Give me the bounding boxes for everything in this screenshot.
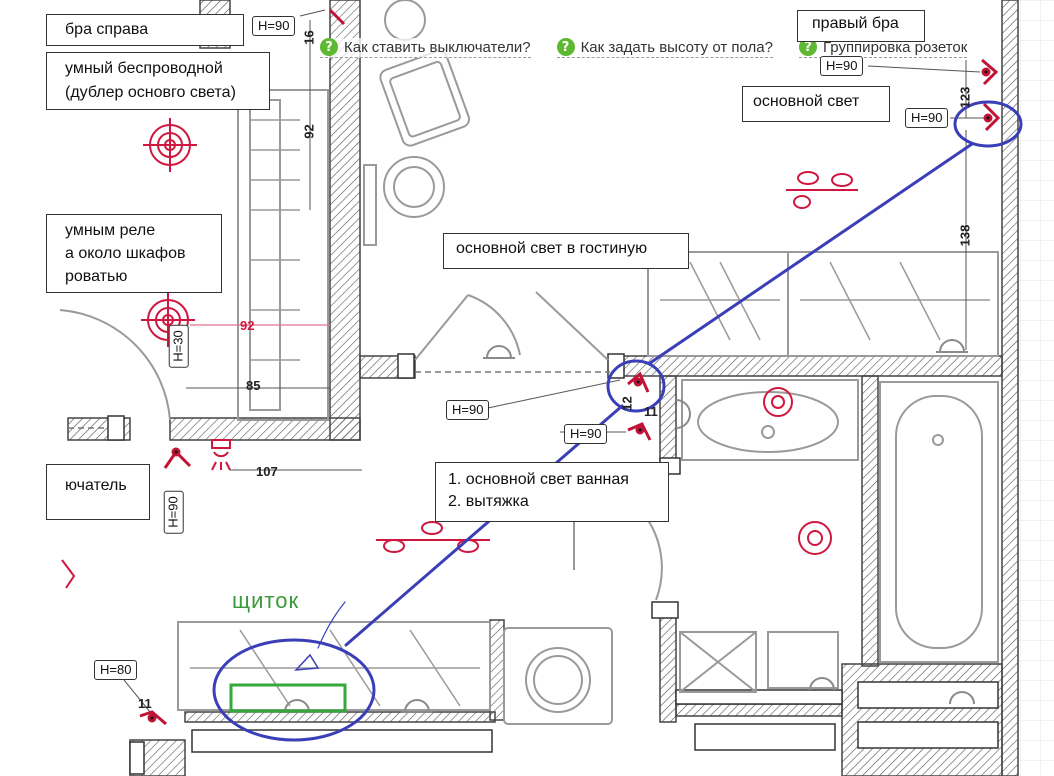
help-link-label: Как задать высоту от пола?	[580, 38, 773, 56]
callout-text: ючатель	[65, 477, 127, 494]
dimension-label: 92	[301, 124, 317, 139]
callout-text: бра справа	[65, 21, 149, 38]
dimension-label: 11	[644, 404, 658, 419]
question-icon: ?	[798, 38, 817, 56]
question-icon: ?	[556, 38, 575, 56]
callout-text: 1. основной свет ванная	[448, 471, 629, 488]
dimension-label: 92	[240, 318, 255, 333]
height-badge[interactable]: H=90	[820, 56, 864, 76]
height-badge[interactable]: H=90	[564, 424, 608, 444]
height-badge[interactable]: H=90	[446, 400, 490, 420]
callout-text: умный беспроводной	[65, 60, 223, 77]
blue-annotation-marks	[212, 100, 1023, 742]
callout-text: роватью	[65, 268, 128, 285]
height-badge[interactable]: H=90	[905, 108, 949, 128]
callout-main-light[interactable]: основной свет	[742, 86, 890, 122]
height-badge[interactable]: H=80	[94, 660, 138, 680]
callout-bra-right[interactable]: бра справа	[46, 14, 244, 46]
dimension-label: 123	[957, 86, 973, 109]
help-link-socket-grouping[interactable]: ? Группировка розеток	[798, 38, 968, 58]
furniture	[59, 0, 999, 725]
height-badge[interactable]: H=90	[252, 16, 296, 36]
panel-marker	[229, 683, 347, 713]
ceiling-lights	[141, 118, 832, 555]
help-link-switches[interactable]: ? Как ставить выключатели?	[320, 38, 531, 58]
dimension-label: 12	[619, 396, 635, 411]
callout-text: основной свет в гостиную	[456, 240, 648, 257]
callout-text: (дублер основго света)	[65, 84, 236, 101]
dimension-label: 107	[256, 464, 278, 479]
callout-bathroom-light[interactable]: 1. основной свет ванная 2. вытяжка	[435, 462, 669, 522]
callout-text: а около шкафов	[65, 245, 186, 262]
callout-wireless-switch[interactable]: умный беспроводной (дублер основго света…	[46, 52, 270, 110]
callout-smart-relay[interactable]: умным реле а около шкафов роватью	[46, 214, 222, 293]
height-badge[interactable]: H=30	[168, 324, 189, 368]
callout-text: умным реле	[65, 222, 156, 239]
dimension-label: 138	[957, 224, 973, 247]
help-link-label: Как ставить выключатели?	[344, 38, 531, 56]
help-link-floor-height[interactable]: ? Как задать высоту от пола?	[556, 38, 773, 58]
callout-text: основной свет	[753, 93, 860, 110]
callout-text: 2. вытяжка	[448, 493, 529, 510]
callout-switch[interactable]: ючатель	[46, 464, 150, 520]
panel-annotation: щиток	[232, 588, 300, 613]
callout-living-main-light[interactable]: основной свет в гостиную	[443, 233, 689, 269]
question-icon: ?	[320, 38, 338, 56]
callout-text: правый бра	[812, 15, 899, 32]
dimension-label: 85	[246, 378, 261, 393]
callout-right-bra[interactable]: правый бра	[797, 10, 925, 42]
help-link-label: Группировка розеток	[822, 38, 968, 56]
dimension-label: 16	[301, 30, 317, 45]
help-links-bar: ? Как ставить выключатели? ? Как задать …	[320, 38, 968, 58]
height-badge[interactable]: H=90	[163, 490, 184, 534]
dimension-label: 11	[138, 696, 152, 711]
